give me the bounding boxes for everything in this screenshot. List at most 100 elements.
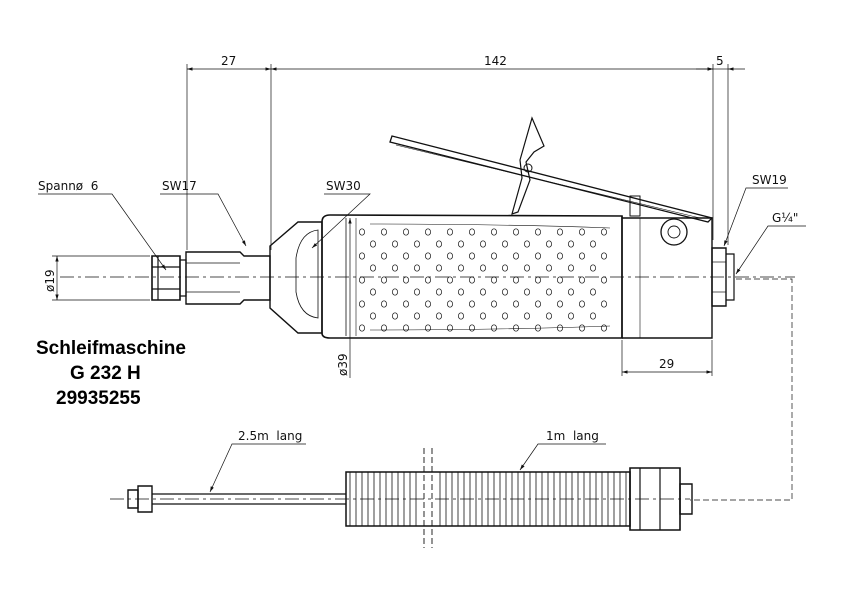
- grip-dot: [414, 288, 420, 296]
- dim-body-diameter: ø39: [336, 353, 350, 376]
- grip-dot: [359, 276, 365, 284]
- grip-dot: [414, 312, 420, 320]
- grip-dot: [425, 252, 431, 260]
- grip-dot: [469, 276, 475, 284]
- grip-dot: [436, 240, 442, 248]
- dim-motor-length: 29: [659, 357, 674, 371]
- leader-hose-short: [519, 443, 606, 471]
- model-number: G 232 H: [70, 363, 141, 384]
- grip-dot: [568, 264, 574, 272]
- collet-nut: [151, 255, 181, 301]
- grip-dot: [403, 252, 409, 260]
- grip-dot: [370, 312, 376, 320]
- label-hose-short: 1m lang: [546, 429, 599, 443]
- grip-dot: [436, 312, 442, 320]
- grip-dot: [568, 288, 574, 296]
- grip-dot: [568, 240, 574, 248]
- grip-dot: [469, 228, 475, 236]
- grip-dot: [359, 300, 365, 308]
- air-inlet: [711, 247, 727, 307]
- grip-dot: [546, 312, 552, 320]
- grip-dot: [557, 252, 563, 260]
- grip-dot: [403, 276, 409, 284]
- grip-dot: [414, 240, 420, 248]
- grip-dot: [513, 276, 519, 284]
- grip-dot: [513, 300, 519, 308]
- part-number: 29935255: [56, 388, 141, 409]
- grip-dot: [381, 324, 387, 332]
- grip-dot: [568, 312, 574, 320]
- grip-dot: [425, 228, 431, 236]
- dim-top-middle: 142: [484, 54, 507, 68]
- grip-dot: [579, 228, 585, 236]
- grip-dot: [392, 288, 398, 296]
- grip-dot: [601, 228, 607, 236]
- grip-dot: [601, 300, 607, 308]
- dim-collet-diameter: ø19: [43, 269, 57, 292]
- grip-dot: [524, 240, 530, 248]
- label-wrench-nose: SW17: [162, 179, 197, 193]
- hose-coupling: [629, 467, 681, 531]
- grip-dot: [502, 288, 508, 296]
- leader-hose-long: [209, 443, 306, 493]
- grip-dot: [557, 228, 563, 236]
- grip-dot: [469, 300, 475, 308]
- grip-dot: [403, 300, 409, 308]
- grip-dot: [359, 228, 365, 236]
- grip-dot: [524, 288, 530, 296]
- grip-dot: [535, 252, 541, 260]
- grip-dot: [447, 228, 453, 236]
- grip-dot: [381, 252, 387, 260]
- title-block: Schleifmaschine G 232 H 29935255: [36, 336, 186, 411]
- grip-dot: [601, 324, 607, 332]
- safety-catch: [511, 116, 545, 215]
- grip-dot: [447, 276, 453, 284]
- grip-dot: [425, 324, 431, 332]
- grip-dot: [458, 288, 464, 296]
- grip-dot: [557, 324, 563, 332]
- grip-dot: [458, 264, 464, 272]
- grip-dot: [381, 276, 387, 284]
- grip-dot: [370, 240, 376, 248]
- grip-dot: [403, 228, 409, 236]
- grip-dot: [370, 288, 376, 296]
- label-collet: Spannø 6: [38, 179, 98, 193]
- grip-dot: [579, 324, 585, 332]
- spindle-neck: [185, 251, 271, 305]
- grip-dot: [502, 240, 508, 248]
- grip-dot: [425, 300, 431, 308]
- grip-dot: [524, 312, 530, 320]
- hose-route: [690, 278, 793, 501]
- hose-coils: [349, 472, 627, 526]
- leader-sw19: [723, 187, 788, 247]
- grip-dot: [590, 264, 596, 272]
- grip-dot: [359, 324, 365, 332]
- grip-dot: [535, 228, 541, 236]
- grip-dot: [557, 276, 563, 284]
- grip-dot: [392, 264, 398, 272]
- grip-dot: [491, 276, 497, 284]
- grip-dot: [601, 252, 607, 260]
- grip-dot: [502, 264, 508, 272]
- grip-dot: [480, 312, 486, 320]
- grip-dot: [590, 288, 596, 296]
- grip-dot: [469, 252, 475, 260]
- grip-dot: [359, 252, 365, 260]
- throttle-lever: [389, 135, 714, 223]
- grip-dot: [403, 324, 409, 332]
- hose-view: [110, 443, 693, 548]
- grip-dot: [491, 324, 497, 332]
- leader-sw17: [160, 193, 247, 247]
- grip-dot: [579, 276, 585, 284]
- grip-dot: [458, 312, 464, 320]
- grip-dot: [579, 252, 585, 260]
- label-thread: G¼": [772, 211, 798, 225]
- grip-dot: [513, 252, 519, 260]
- grip-dot: [513, 324, 519, 332]
- grip-dot: [425, 276, 431, 284]
- grip-dot: [469, 324, 475, 332]
- grip-dot: [535, 324, 541, 332]
- dim-top-right: 5: [716, 54, 724, 68]
- grip-dot: [590, 312, 596, 320]
